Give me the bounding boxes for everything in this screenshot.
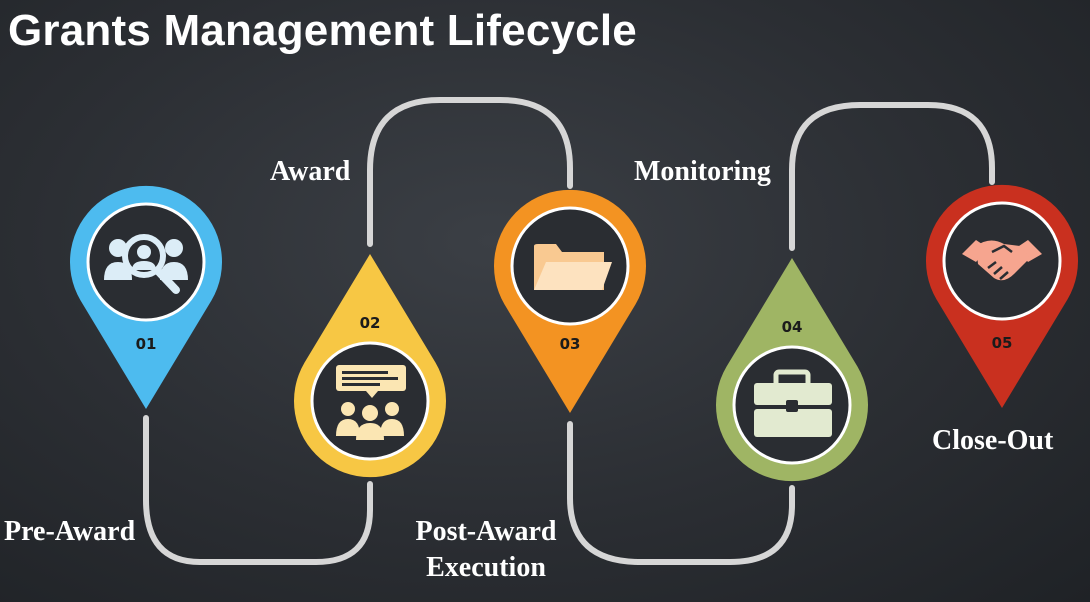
stage-number: 05	[992, 334, 1013, 352]
stage-pin-03[interactable]: 03	[494, 189, 647, 413]
stage-label-award: Award	[270, 156, 351, 187]
stage-pin-01[interactable]: 01	[70, 185, 223, 409]
meeting-presentation-icon	[336, 365, 406, 440]
handshake-icon	[962, 240, 1042, 281]
stage-label-close-out: Close-Out	[932, 425, 1054, 456]
search-people-icon	[104, 234, 188, 294]
stage-label-pre-award: Pre-Award	[4, 516, 136, 547]
briefcase-icon	[754, 369, 832, 437]
stage-number: 01	[136, 335, 157, 353]
stage-pin-02[interactable]: 02	[294, 254, 446, 478]
stage-pin-04[interactable]: 04	[716, 258, 869, 482]
page-title: Grants Management Lifecycle	[8, 6, 637, 55]
stage-number: 02	[360, 314, 381, 332]
folder-icon	[534, 244, 612, 290]
stage-number: 04	[782, 318, 803, 336]
stage-number: 03	[560, 335, 581, 353]
stage-label-monitoring: Monitoring	[634, 156, 771, 187]
connector-path	[143, 97, 995, 565]
stage-label-post-award-execution: Post-Award Execution	[415, 516, 557, 583]
stage-pin-05[interactable]: 05	[926, 184, 1078, 408]
